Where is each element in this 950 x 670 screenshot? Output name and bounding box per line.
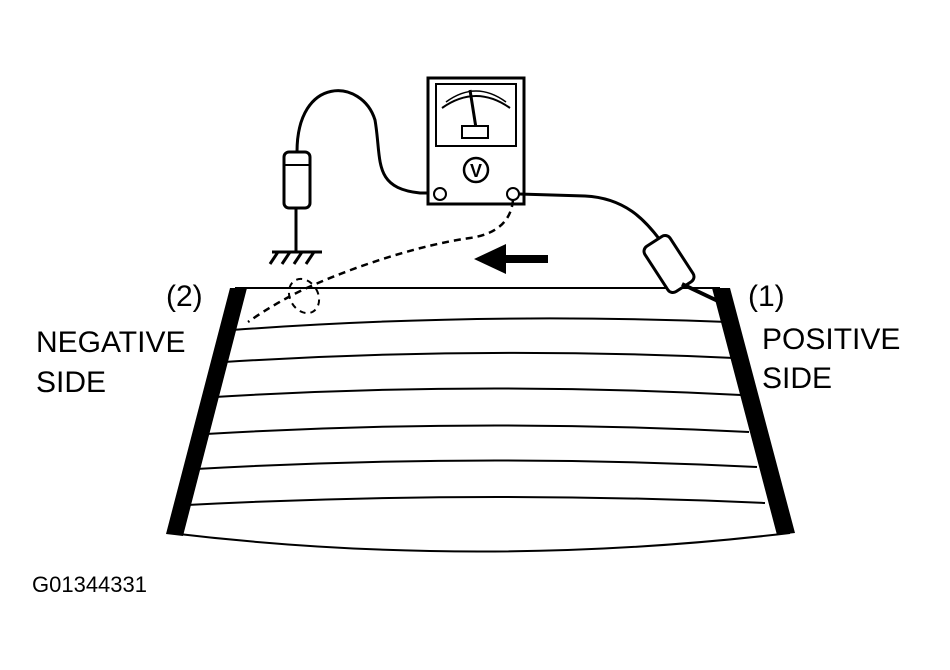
negative-bus-bar xyxy=(166,288,247,536)
probe-movement-ghost xyxy=(287,277,321,315)
ground-probe-icon xyxy=(282,150,312,210)
grid-line-4 xyxy=(205,424,750,435)
positive-bus-bar xyxy=(712,288,795,535)
voltmeter-icon: V xyxy=(426,76,526,206)
grid-line-3 xyxy=(214,387,742,398)
grid-line-5 xyxy=(195,459,758,470)
ground-symbol-icon xyxy=(268,208,322,265)
positive-lead-wire xyxy=(518,192,662,241)
negative-side-label-line1: NEGATIVE xyxy=(36,326,185,359)
positive-side-label-line2: SIDE xyxy=(762,362,832,395)
positive-side-label-line1: POSITIVE xyxy=(762,323,900,356)
meter-positive-terminal xyxy=(506,187,520,201)
direction-arrow-icon xyxy=(474,244,548,274)
grid-line-1 xyxy=(231,317,729,331)
grid-line-2 xyxy=(223,351,735,363)
meter-negative-terminal xyxy=(433,187,447,201)
ground-lead-wire xyxy=(295,89,433,195)
positive-probe-icon xyxy=(642,233,721,304)
rear-window-glass xyxy=(169,287,791,553)
probe-movement-path xyxy=(247,199,515,324)
positive-side-number: (1) xyxy=(748,280,785,313)
grid-line-6 xyxy=(186,495,766,506)
figure-code: G01344331 xyxy=(32,572,147,597)
meter-symbol-text: V xyxy=(470,161,482,181)
negative-side-number: (2) xyxy=(166,280,203,313)
negative-side-label-line2: SIDE xyxy=(36,366,106,399)
glass-bottom-edge xyxy=(169,532,791,553)
